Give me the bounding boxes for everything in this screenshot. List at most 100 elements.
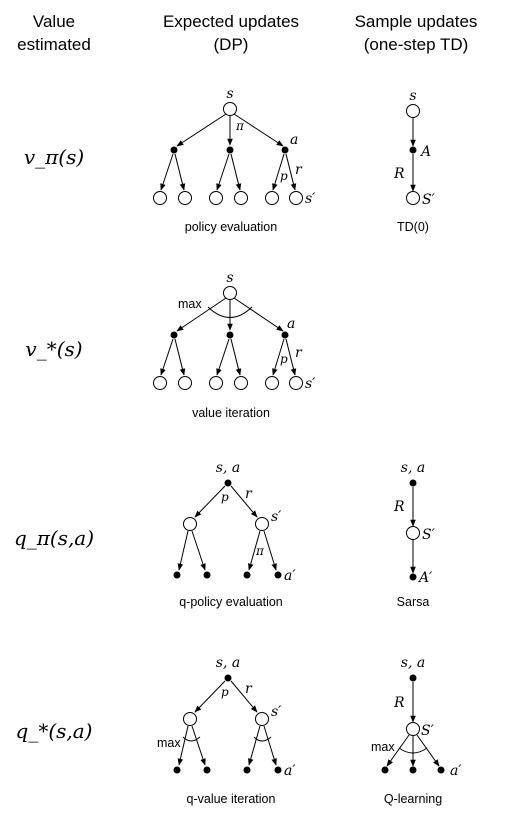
leaf-action-node — [203, 571, 211, 579]
edge — [272, 338, 285, 376]
edge — [263, 725, 277, 766]
next-state-label: S′ — [422, 192, 436, 208]
edge — [216, 153, 230, 191]
root-action-node — [224, 674, 232, 682]
reward-label: r — [295, 162, 303, 178]
leaf-action-node — [437, 766, 445, 774]
edge — [194, 485, 226, 518]
leaf-state-node — [178, 376, 192, 390]
edge — [177, 725, 189, 766]
next-state-label: s′ — [271, 704, 282, 720]
header-line: (DP) — [214, 35, 249, 54]
header-line: (one-step TD) — [364, 35, 469, 54]
edge — [176, 297, 227, 332]
leaf-state-node — [209, 191, 223, 205]
max-arc — [253, 736, 272, 742]
td-chain-td0: s A R S′ TD(0) — [393, 88, 436, 234]
caption: value iteration — [192, 406, 270, 420]
max-arc — [207, 306, 253, 318]
caption: Q-learning — [384, 792, 442, 806]
reward-label: R — [393, 695, 405, 711]
leaf-state-node — [265, 191, 279, 205]
dp-tree-q-policy-evaluation: s, a p r s′ π a′ q-policy evaluation — [173, 460, 296, 609]
value-label-v-pi: v_π(s) — [24, 145, 84, 169]
prob-label: p — [221, 490, 229, 504]
reward-label: r — [245, 486, 253, 502]
td-chain-sarsa: s, a R S′ A′ Sarsa — [393, 460, 436, 609]
state-label: s — [226, 86, 233, 102]
next-state-label: s′ — [271, 509, 282, 525]
max-label: max — [371, 740, 395, 754]
edge — [230, 485, 258, 518]
reward-label: r — [245, 681, 253, 697]
edge — [174, 338, 186, 376]
leaf-action-node — [274, 571, 282, 579]
leaf-state-node — [234, 376, 248, 390]
edge — [174, 153, 186, 191]
leaf-state-node — [289, 376, 303, 390]
value-label-q-star: q_*(s,a) — [16, 719, 93, 743]
state-node — [255, 712, 269, 726]
root-action-node — [409, 674, 417, 682]
edge — [191, 725, 206, 766]
edge — [177, 530, 189, 571]
action-label: a — [290, 132, 298, 148]
next-state-node — [406, 526, 420, 540]
root-action-node — [224, 479, 232, 487]
edge — [233, 297, 284, 332]
state-action-label: s, a — [401, 460, 425, 476]
edge — [191, 530, 206, 571]
leaf-action-node — [173, 766, 181, 774]
caption: Sarsa — [397, 595, 430, 609]
edge — [160, 338, 174, 376]
action-node — [226, 146, 234, 154]
leaf-action-node — [243, 571, 251, 579]
state-action-label: s, a — [401, 655, 425, 671]
caption: policy evaluation — [185, 220, 277, 234]
action-label: A′ — [417, 570, 433, 586]
leaf-action-node — [274, 766, 282, 774]
edge — [263, 530, 277, 571]
edge — [285, 153, 297, 191]
state-label: s — [409, 88, 416, 104]
leaf-action-node — [203, 766, 211, 774]
edge — [230, 338, 242, 376]
policy-label: π — [255, 544, 265, 558]
td-chain-q-learning: s, a R S′ max a′ Q-learning — [371, 655, 462, 806]
next-action-node — [409, 573, 417, 581]
state-node — [255, 517, 269, 531]
header-line: Value — [33, 12, 75, 31]
dp-tree-value-iteration: s max a p r s′ value iteration — [153, 270, 316, 420]
caption: q-value iteration — [187, 792, 276, 806]
header-line: Expected updates — [163, 12, 299, 31]
max-label: max — [178, 297, 202, 311]
edge — [248, 530, 261, 571]
leaf-action-node — [409, 766, 417, 774]
value-label-q-pi: q_π(s,a) — [14, 526, 94, 550]
root-state-node — [223, 102, 237, 116]
prob-label: p — [221, 685, 229, 699]
leaf-state-node — [153, 191, 167, 205]
reward-label: r — [295, 345, 303, 361]
root-state-node — [223, 286, 237, 300]
edge — [285, 338, 297, 376]
prob-label: p — [280, 352, 288, 366]
next-state-label: s′ — [305, 376, 316, 392]
state-action-label: s, a — [216, 655, 240, 671]
next-state-node — [406, 191, 420, 205]
edge — [416, 734, 440, 767]
leaf-action-node — [173, 571, 181, 579]
leaf-state-node — [178, 191, 192, 205]
leaf-state-node — [265, 376, 279, 390]
next-state-label: S′ — [421, 723, 435, 739]
reward-label: R — [393, 166, 405, 182]
action-label: A — [419, 144, 431, 160]
action-node — [170, 146, 178, 154]
edge — [233, 113, 284, 147]
action-label: a′ — [284, 568, 296, 584]
header-sample-updates: Sample updates (one-step TD) — [355, 12, 478, 54]
action-label: a′ — [284, 763, 296, 779]
state-node — [183, 517, 197, 531]
action-node — [226, 331, 234, 339]
leaf-action-node — [243, 766, 251, 774]
